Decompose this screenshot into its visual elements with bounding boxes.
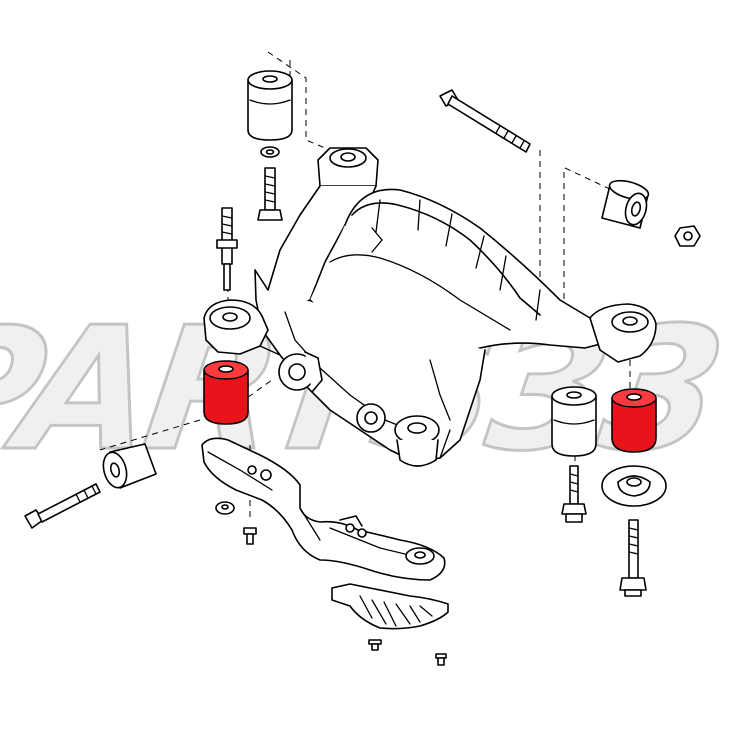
left-subframe-bushing-highlighted <box>203 360 249 425</box>
right-rubber-bushing <box>551 386 597 457</box>
hex-nut <box>674 225 701 247</box>
right-mount-washer <box>601 465 667 507</box>
stud-bolt-right-upper <box>561 465 587 523</box>
lower-washer <box>215 501 235 515</box>
right-subframe-bushing-highlighted <box>611 388 657 453</box>
long-bolt-left <box>24 483 101 529</box>
differential-support-bracket <box>201 437 446 581</box>
bottom-screw-2 <box>435 653 447 666</box>
underbody-cover <box>331 583 449 630</box>
washer <box>260 146 280 158</box>
small-screw-left <box>243 527 257 545</box>
rear-subframe <box>203 147 657 467</box>
right-upper-bushing <box>601 179 650 229</box>
upper-mount-bushing <box>247 70 293 141</box>
trailing-arm-bushing <box>102 443 157 489</box>
stud-bolt-top <box>257 167 283 221</box>
long-bolt-top <box>439 89 531 153</box>
stud-bolt-left <box>216 207 238 291</box>
stud-bolt-right-lower <box>619 519 647 597</box>
bottom-screw-1 <box>368 639 382 651</box>
